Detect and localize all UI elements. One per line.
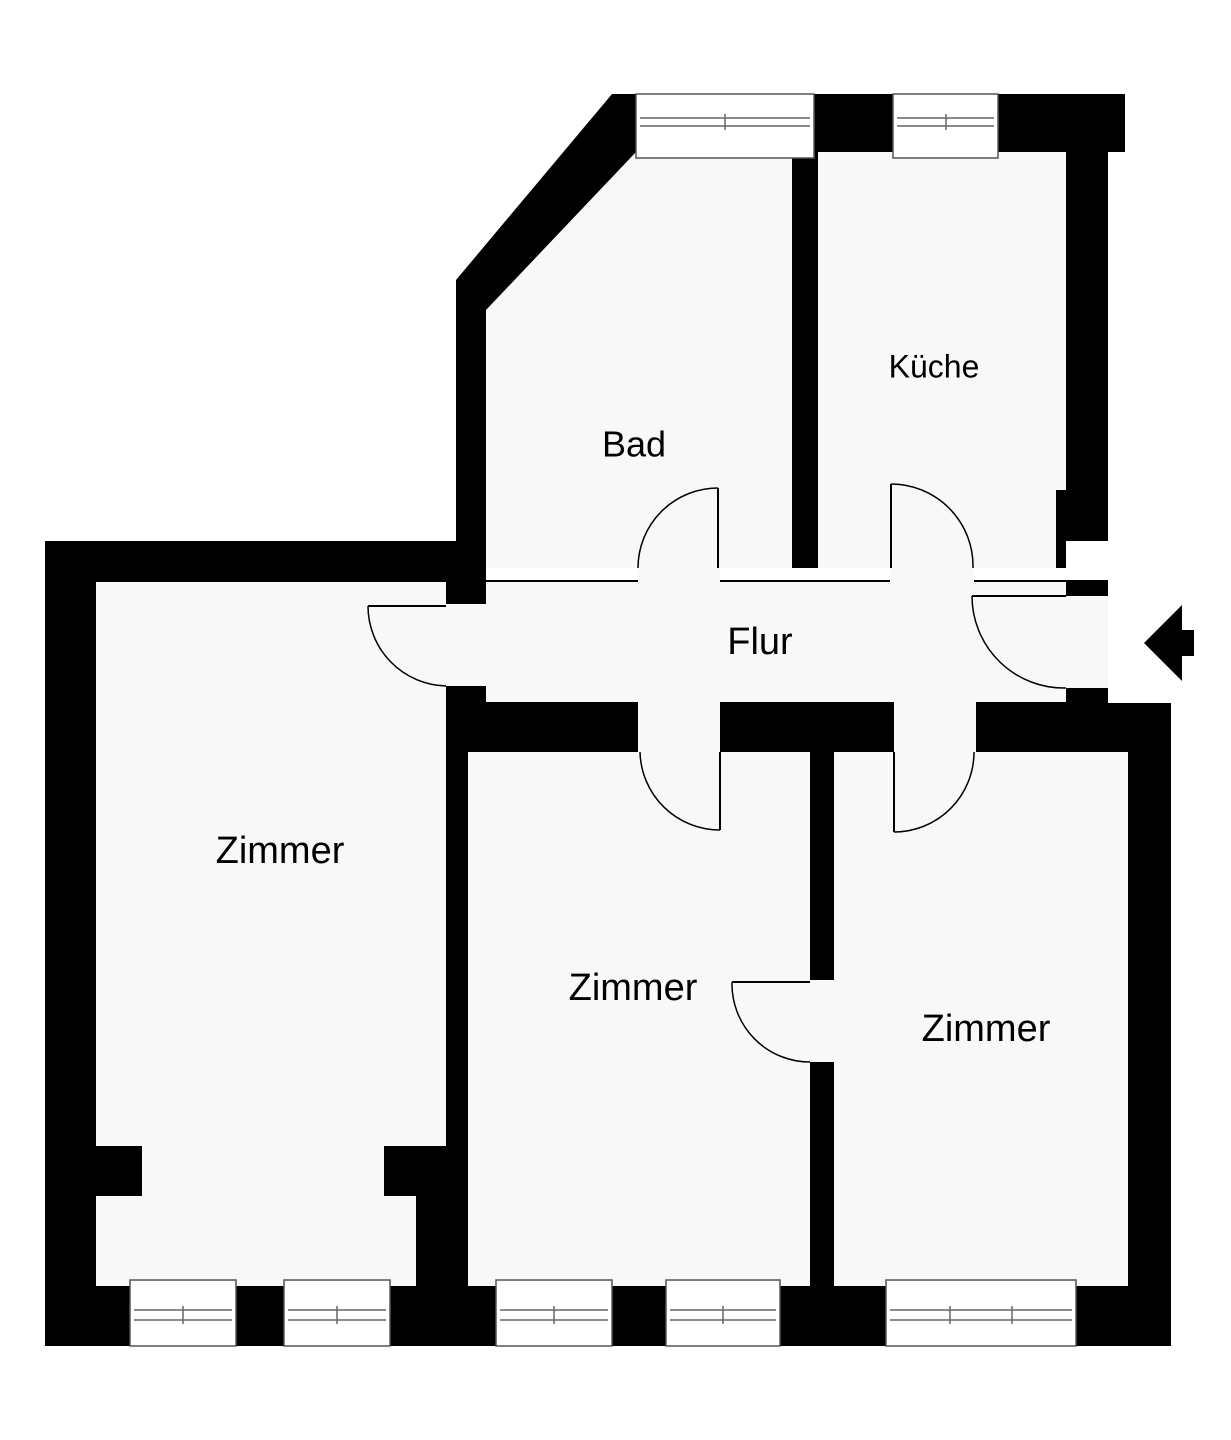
- floor-kueche: [818, 152, 1066, 568]
- label-flur: Flur: [727, 621, 793, 663]
- door-zimmer-rechts-arc: [893, 751, 975, 833]
- label-zimmer-mitte: Zimmer: [569, 967, 698, 1009]
- entrance-arrow-icon: [1144, 605, 1194, 681]
- label-zimmer-links: Zimmer: [216, 830, 345, 872]
- doors: [367, 483, 1067, 1063]
- window-zimmer-mitte-1: [495, 1279, 613, 1347]
- label-bad: Bad: [602, 424, 666, 465]
- window-zimmer-links-1: [129, 1279, 237, 1347]
- floor-flur: [486, 582, 1066, 702]
- floor-zimmer-rechts: [834, 752, 1128, 1286]
- wall-kueche-nub: [1056, 490, 1066, 568]
- floor-zimmer-mitte: [468, 752, 810, 1286]
- windows: [129, 93, 1077, 1347]
- door-bad-arc: [637, 487, 719, 569]
- wall-bad-kueche: [792, 160, 818, 568]
- door-zimmer-links-arc: [367, 605, 447, 687]
- door-kueche-arc: [890, 483, 974, 569]
- door-entrance-arc: [971, 595, 1067, 689]
- floor-flur-entry: [1066, 596, 1108, 688]
- label-kueche: Küche: [889, 348, 980, 384]
- window-bad: [635, 93, 815, 159]
- door-zimmer-mitte-arc: [639, 751, 721, 831]
- window-zimmer-rechts: [885, 1279, 1077, 1347]
- window-zimmer-links-2: [283, 1279, 391, 1347]
- floor-zimmer-links: [96, 582, 446, 1286]
- door-connecting-arc: [731, 981, 811, 1063]
- floors: [96, 152, 1128, 1286]
- label-zimmer-rechts: Zimmer: [922, 1008, 1051, 1050]
- window-kueche: [892, 93, 999, 159]
- floor-bad: [486, 152, 792, 568]
- window-zimmer-mitte-2: [665, 1279, 781, 1347]
- room-labels: Bad Küche Flur Zimmer Zimmer Zimmer: [216, 348, 1051, 1050]
- door-openings: [446, 566, 1068, 1062]
